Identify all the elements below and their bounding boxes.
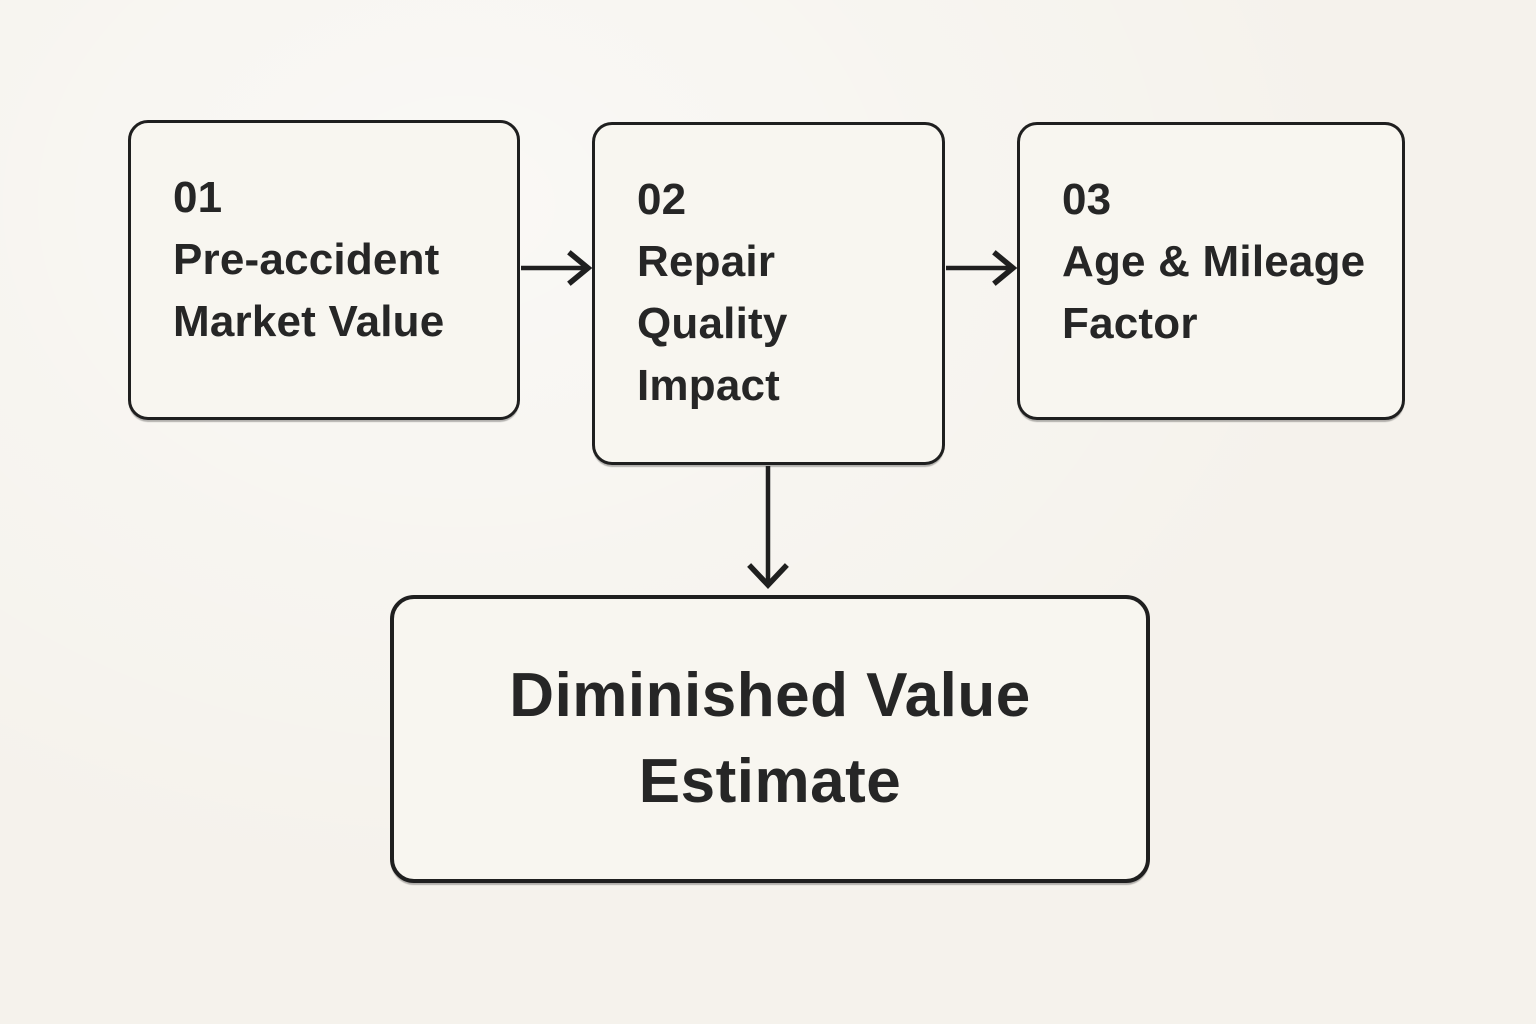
result-label-line: Estimate	[638, 747, 902, 816]
node-label-line: Repair	[637, 237, 776, 286]
arrow-node2-to-result-icon	[747, 466, 789, 590]
node-label-line: Market Value	[173, 297, 445, 346]
node-repair-quality-impact: 02 Repair Quality Impact	[592, 122, 945, 465]
node-diminished-value-estimate: Diminished Value Estimate	[390, 595, 1150, 883]
arrow-node2-to-node3-icon	[946, 250, 1018, 286]
node-label-line: Quality	[637, 299, 788, 348]
node-number: 03	[1062, 175, 1112, 224]
node-number: 01	[173, 173, 223, 222]
node-label-line: Impact	[637, 361, 781, 410]
node-label-line: Factor	[1062, 299, 1198, 348]
arrow-node1-to-node2-icon	[521, 250, 593, 286]
node-age-mileage-factor: 03 Age & Mileage Factor	[1017, 122, 1405, 420]
node-label-line: Pre-accident	[173, 235, 440, 284]
node-pre-accident-market-value: 01 Pre-accident Market Value	[128, 120, 520, 420]
node-label-line: Age & Mileage	[1062, 237, 1366, 286]
node-number: 02	[637, 175, 687, 224]
result-label-line: Diminished Value	[509, 661, 1031, 730]
